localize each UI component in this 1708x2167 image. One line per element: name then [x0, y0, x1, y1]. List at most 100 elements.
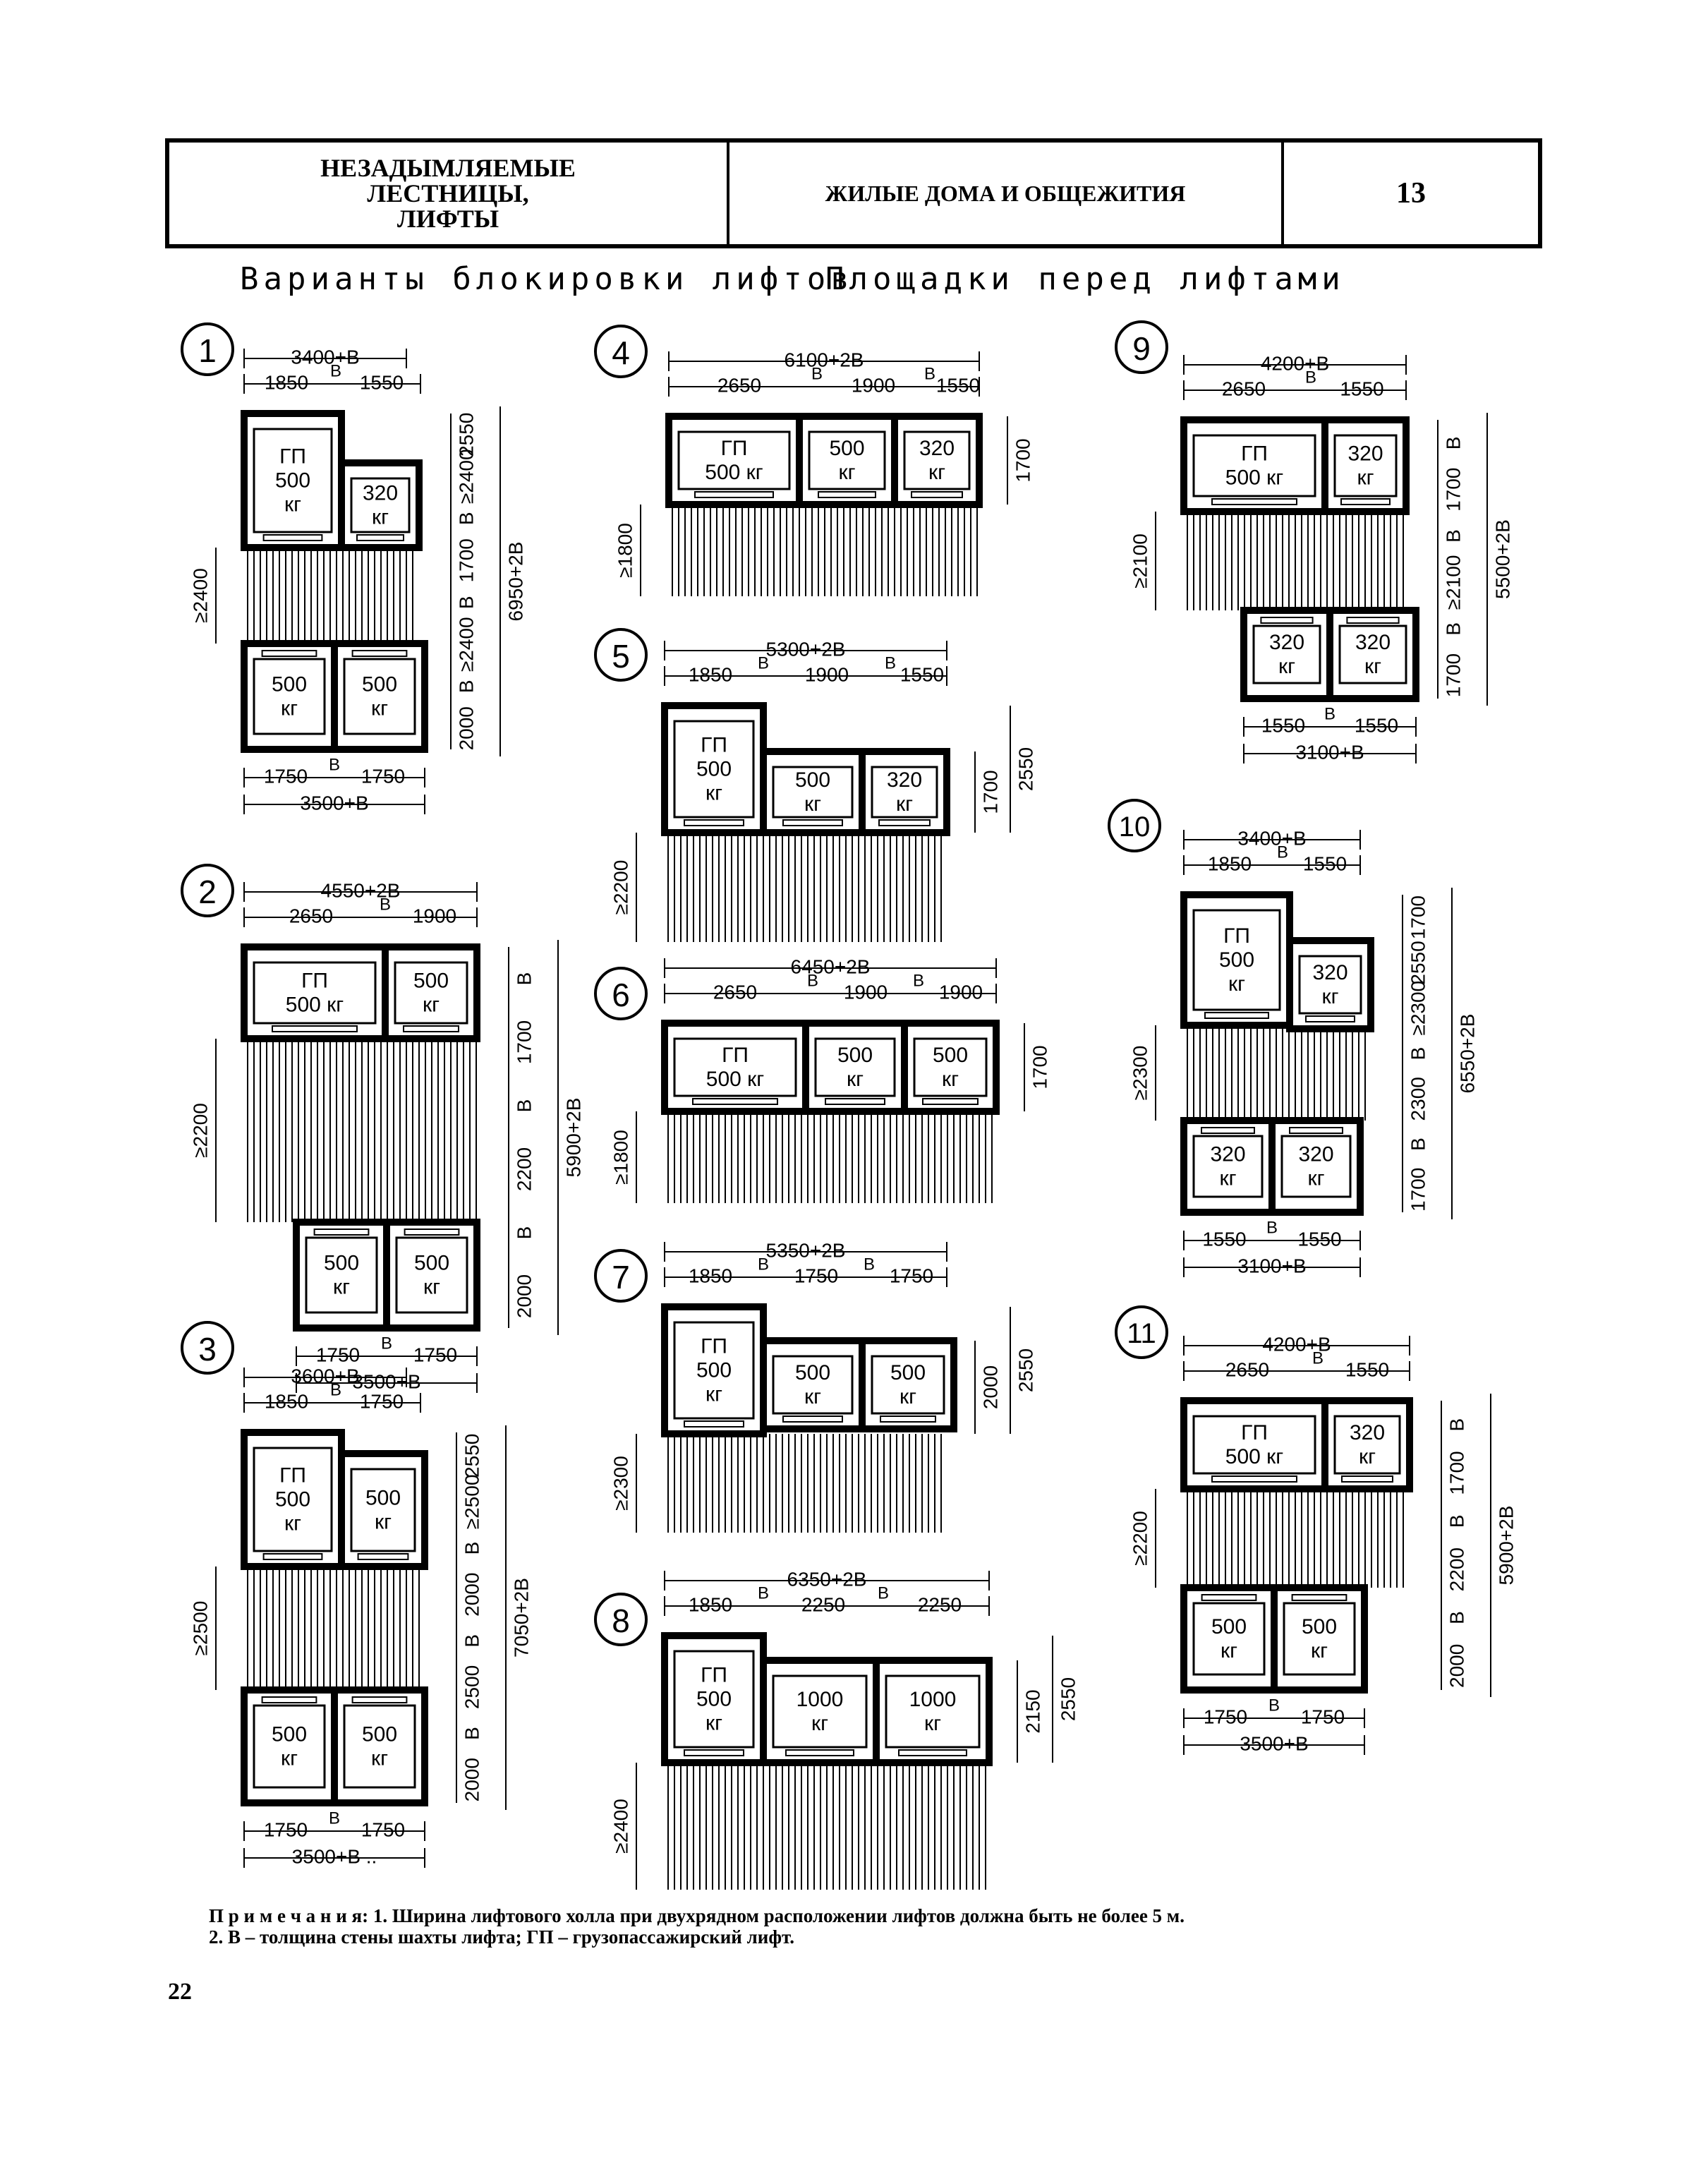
dimension-label: 1700: [1029, 1045, 1051, 1089]
dimension-label: ≥2100: [1129, 533, 1151, 588]
cabin-label: кг: [705, 782, 722, 805]
dimension-label: ≥2300: [1129, 1046, 1151, 1101]
door-mark: [684, 1420, 744, 1427]
elevator-car: [1333, 434, 1398, 497]
dimension-label: ≥2400: [190, 568, 212, 623]
variant-number-circle: [181, 864, 234, 917]
cabin-label: кг: [928, 461, 945, 484]
dimension-label: 2000: [461, 1573, 483, 1617]
dimension-label: 5500+2В: [1492, 519, 1514, 599]
cabin-label: ГП: [1223, 924, 1250, 948]
door-mark: [1211, 498, 1297, 505]
cabin-label: 500: [362, 1723, 397, 1746]
dimension-label: 2000: [461, 1758, 483, 1801]
door-mark: [403, 1025, 459, 1032]
dimension-label: 6450+2В: [791, 956, 871, 978]
elevator-car: [253, 428, 333, 533]
dimension-label: 1750: [890, 1265, 933, 1287]
dimension-label: 1750: [1204, 1706, 1247, 1728]
dimension-label: В: [1266, 1219, 1278, 1238]
dimension-label: 1550: [360, 372, 404, 394]
elevator-hall-hatching: [1187, 1025, 1366, 1121]
dimension-label: 2000: [514, 1274, 535, 1318]
section-title-line: ЛЕСТНИЦЫ,: [367, 179, 529, 207]
dimension-label: 3100+В: [1295, 742, 1364, 763]
variant-number-circle: [1108, 799, 1161, 852]
elevator-car: [673, 1650, 755, 1749]
variant-number-circle: [594, 628, 648, 682]
elevator-shaft: [331, 640, 428, 753]
dimension-label: В: [1312, 1349, 1324, 1368]
variant-number-circle: [181, 322, 234, 376]
cabin-label: 320: [363, 482, 398, 505]
variant-number-circle: [594, 1593, 648, 1646]
door-mark: [261, 650, 317, 657]
notes-label: П р и м е ч а н и я:: [209, 1905, 369, 1926]
cabin-label: кг: [900, 1385, 916, 1408]
elevator-shaft: [1271, 1584, 1368, 1694]
variant-number: 11: [1127, 1318, 1156, 1349]
elevator-hall-hatching: [672, 505, 978, 596]
elevator-car: [343, 658, 416, 735]
cabin-label: 500: [413, 970, 449, 993]
dimension-label: 1700: [1407, 1168, 1429, 1212]
cabin-label: кг: [1321, 985, 1338, 1008]
variant-number: 2: [198, 874, 217, 910]
dimension-label: 1850: [689, 1265, 732, 1287]
dimension-label: 2150: [1022, 1689, 1044, 1733]
elevator-car: [871, 1355, 945, 1415]
cabin-label: кг: [423, 1276, 440, 1299]
elevator-car: [350, 477, 411, 533]
dimension-label: 4200+В: [1262, 1334, 1331, 1356]
cabin-label: 500 кг: [1225, 466, 1284, 490]
dimension-label: 1550: [1261, 715, 1305, 737]
door-mark: [313, 1229, 370, 1236]
elevator-car: [1252, 624, 1321, 684]
elevator-car: [885, 1674, 981, 1749]
cabin-label: ГП: [701, 1664, 727, 1687]
elevator-shaft: [338, 459, 423, 551]
door-mark: [818, 491, 876, 498]
dimension-label: В: [878, 1584, 889, 1603]
cabin-label: кг: [375, 1511, 392, 1534]
variant-3: 33600+В1850В1750ГП500кг500кг500кг500кг17…: [181, 1321, 533, 1868]
dimension-label: 2550: [1407, 941, 1429, 984]
cabin-label: кг: [281, 697, 298, 720]
dimension-label: 5900+2В: [563, 1098, 585, 1178]
dimension-label: 2650: [289, 905, 333, 927]
dimension-label: 1900: [852, 375, 895, 397]
variant-number: 9: [1132, 330, 1151, 367]
dimension-label: В: [1446, 1514, 1468, 1528]
dimension-label: 1750: [794, 1265, 838, 1287]
variant-number: 7: [612, 1259, 630, 1296]
variant-number-circle: [594, 1249, 648, 1303]
dimension-label: 3500+В: [300, 792, 368, 814]
elevator-hall-hatching: [247, 1567, 420, 1690]
cabin-label: 500: [365, 1487, 401, 1510]
cabin-label: 500: [933, 1044, 968, 1067]
elevator-shaft: [873, 1657, 993, 1766]
cabin-label: кг: [1357, 466, 1374, 490]
dimension-label: В: [456, 512, 478, 525]
cabin-label: кг: [924, 1712, 941, 1735]
elevator-shaft: [383, 1219, 480, 1332]
cabin-label: 500 кг: [706, 1068, 765, 1091]
dimension-label: В: [514, 972, 535, 986]
door-mark: [1341, 1475, 1393, 1483]
dimension-label: В: [1446, 1611, 1468, 1624]
dimension-label: В: [1305, 368, 1316, 387]
dimension-label: В: [1324, 705, 1335, 724]
door-mark: [1305, 1015, 1355, 1022]
dimension-label: ≥2300: [1407, 981, 1429, 1036]
dimension-label: В: [1268, 1696, 1280, 1715]
elevator-car: [772, 1674, 868, 1749]
elevator-shaft: [1180, 891, 1293, 1029]
variant-number-circle: [594, 325, 648, 378]
dimension-label: 6100+2В: [785, 349, 864, 371]
dimension-label: 1850: [1208, 853, 1252, 875]
dimension-label: 1750: [264, 766, 308, 787]
